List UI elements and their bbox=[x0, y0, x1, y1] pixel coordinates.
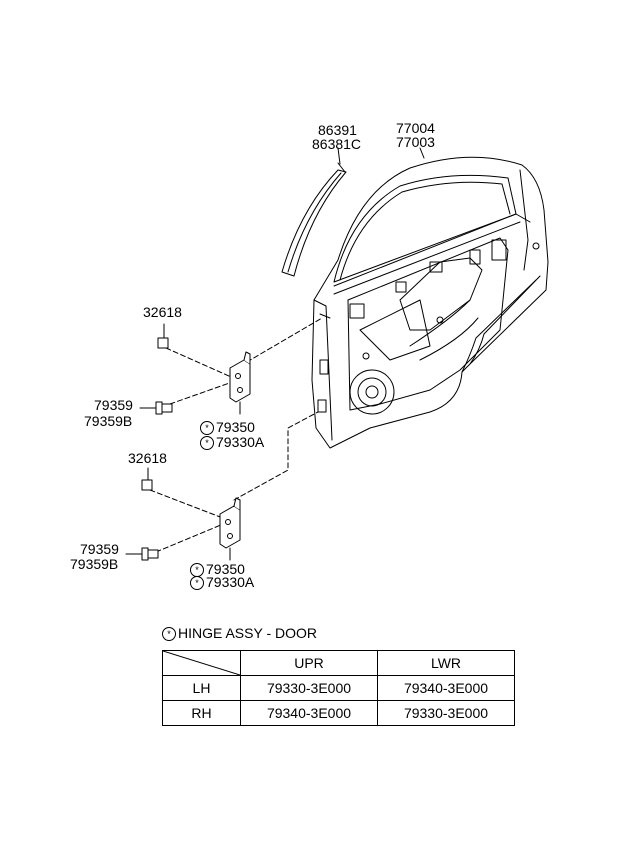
callout-79350-upper: *79350 bbox=[200, 420, 255, 435]
callout-79359b-lower: 79359B bbox=[70, 556, 119, 572]
legend-title: *HINGE ASSY - DOOR bbox=[162, 626, 317, 641]
callout-79350-lower-text: 79350 bbox=[206, 561, 245, 577]
bolt-lower bbox=[141, 467, 153, 491]
diagonal-divider bbox=[163, 651, 240, 675]
star-symbol: * bbox=[162, 627, 176, 641]
leader-glass-run bbox=[337, 147, 341, 165]
legend-title-text: HINGE ASSY - DOOR bbox=[178, 625, 317, 641]
assembly-lines-lower bbox=[149, 411, 319, 553]
star-symbol: * bbox=[200, 421, 214, 435]
callout-79330a-lower-text: 79330A bbox=[206, 574, 255, 590]
table-cell-side: LH bbox=[162, 675, 241, 701]
leader-door-panel bbox=[419, 147, 425, 159]
bolt-upper bbox=[157, 323, 169, 349]
door-panel bbox=[311, 156, 549, 449]
table-cell-lwr: 79340-3E000 bbox=[377, 675, 515, 701]
table-header-row: UPR LWR bbox=[162, 650, 515, 676]
table-cell-lwr: 79330-3E000 bbox=[377, 700, 515, 726]
callout-32618-lower: 32618 bbox=[128, 450, 167, 466]
screw-lower bbox=[125, 547, 159, 561]
lower-hinge bbox=[219, 497, 241, 561]
table-header-lwr: LWR bbox=[377, 650, 515, 676]
table-cell-side: RH bbox=[162, 700, 241, 726]
table-corner-cell bbox=[162, 650, 241, 676]
hinge-parts-table: UPR LWR LH 79330-3E000 79340-3E000 RH 79… bbox=[162, 650, 515, 726]
callout-32618-upper: 32618 bbox=[143, 304, 182, 320]
star-symbol: * bbox=[200, 436, 214, 450]
callout-77003: 77003 bbox=[396, 134, 435, 150]
callout-79359-upper: 79359 bbox=[94, 397, 133, 413]
table-row: RH 79340-3E000 79330-3E000 bbox=[162, 700, 515, 726]
star-symbol: * bbox=[190, 576, 204, 590]
glass-run-channel bbox=[281, 162, 347, 277]
screw-upper bbox=[139, 401, 173, 415]
callout-86391: 86391 bbox=[318, 122, 357, 138]
callout-79330a-lower: *79330A bbox=[190, 575, 254, 590]
callout-79330a-upper-text: 79330A bbox=[216, 434, 265, 450]
callout-79350-upper-text: 79350 bbox=[216, 419, 255, 435]
assembly-lines-upper bbox=[165, 317, 323, 405]
callout-79330a-upper: *79330A bbox=[200, 435, 264, 450]
callout-77004: 77004 bbox=[396, 120, 435, 136]
table-row: LH 79330-3E000 79340-3E000 bbox=[162, 675, 515, 701]
table-cell-upr: 79330-3E000 bbox=[240, 675, 378, 701]
table-cell-upr: 79340-3E000 bbox=[240, 700, 378, 726]
callout-86381c: 86381C bbox=[312, 136, 362, 152]
callout-79359-lower: 79359 bbox=[80, 541, 119, 557]
callout-79359b-upper: 79359B bbox=[84, 413, 133, 429]
table-header-upr: UPR bbox=[240, 650, 378, 676]
upper-hinge bbox=[229, 351, 251, 415]
